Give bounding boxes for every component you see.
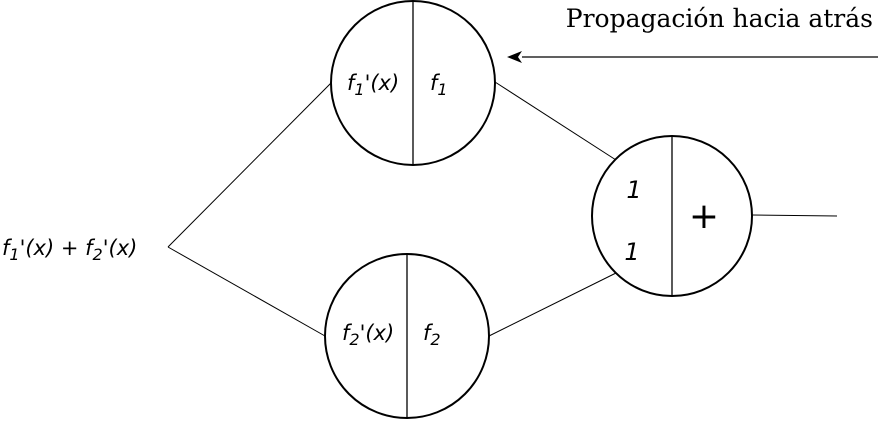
edge-top-sum: [494, 81, 617, 161]
backprop-arrow: [507, 51, 878, 63]
node-f2-derivative: f2'(x): [342, 321, 394, 349]
node-f1-function: f1: [430, 71, 448, 99]
node-f2: f2'(x) f2: [324, 253, 490, 419]
edge-sum-output: [751, 214, 838, 217]
input-label: f1'(x) + f2'(x): [2, 236, 137, 264]
node-f1-derivative: f1'(x): [347, 71, 399, 99]
edge-bottom-sum: [488, 272, 617, 337]
node-f1: f1'(x) f1: [330, 0, 496, 166]
edge-input-top: [167, 81, 333, 248]
node-sum: 1 1 +: [591, 135, 753, 297]
edge-input-bottom: [167, 246, 326, 337]
node-f2-function: f2: [423, 321, 441, 349]
sum-operator: +: [689, 196, 719, 237]
diagram-title: Propagación hacia atrás: [566, 4, 873, 33]
sum-weight-bottom: 1: [624, 238, 639, 266]
sum-weight-top: 1: [626, 176, 641, 204]
